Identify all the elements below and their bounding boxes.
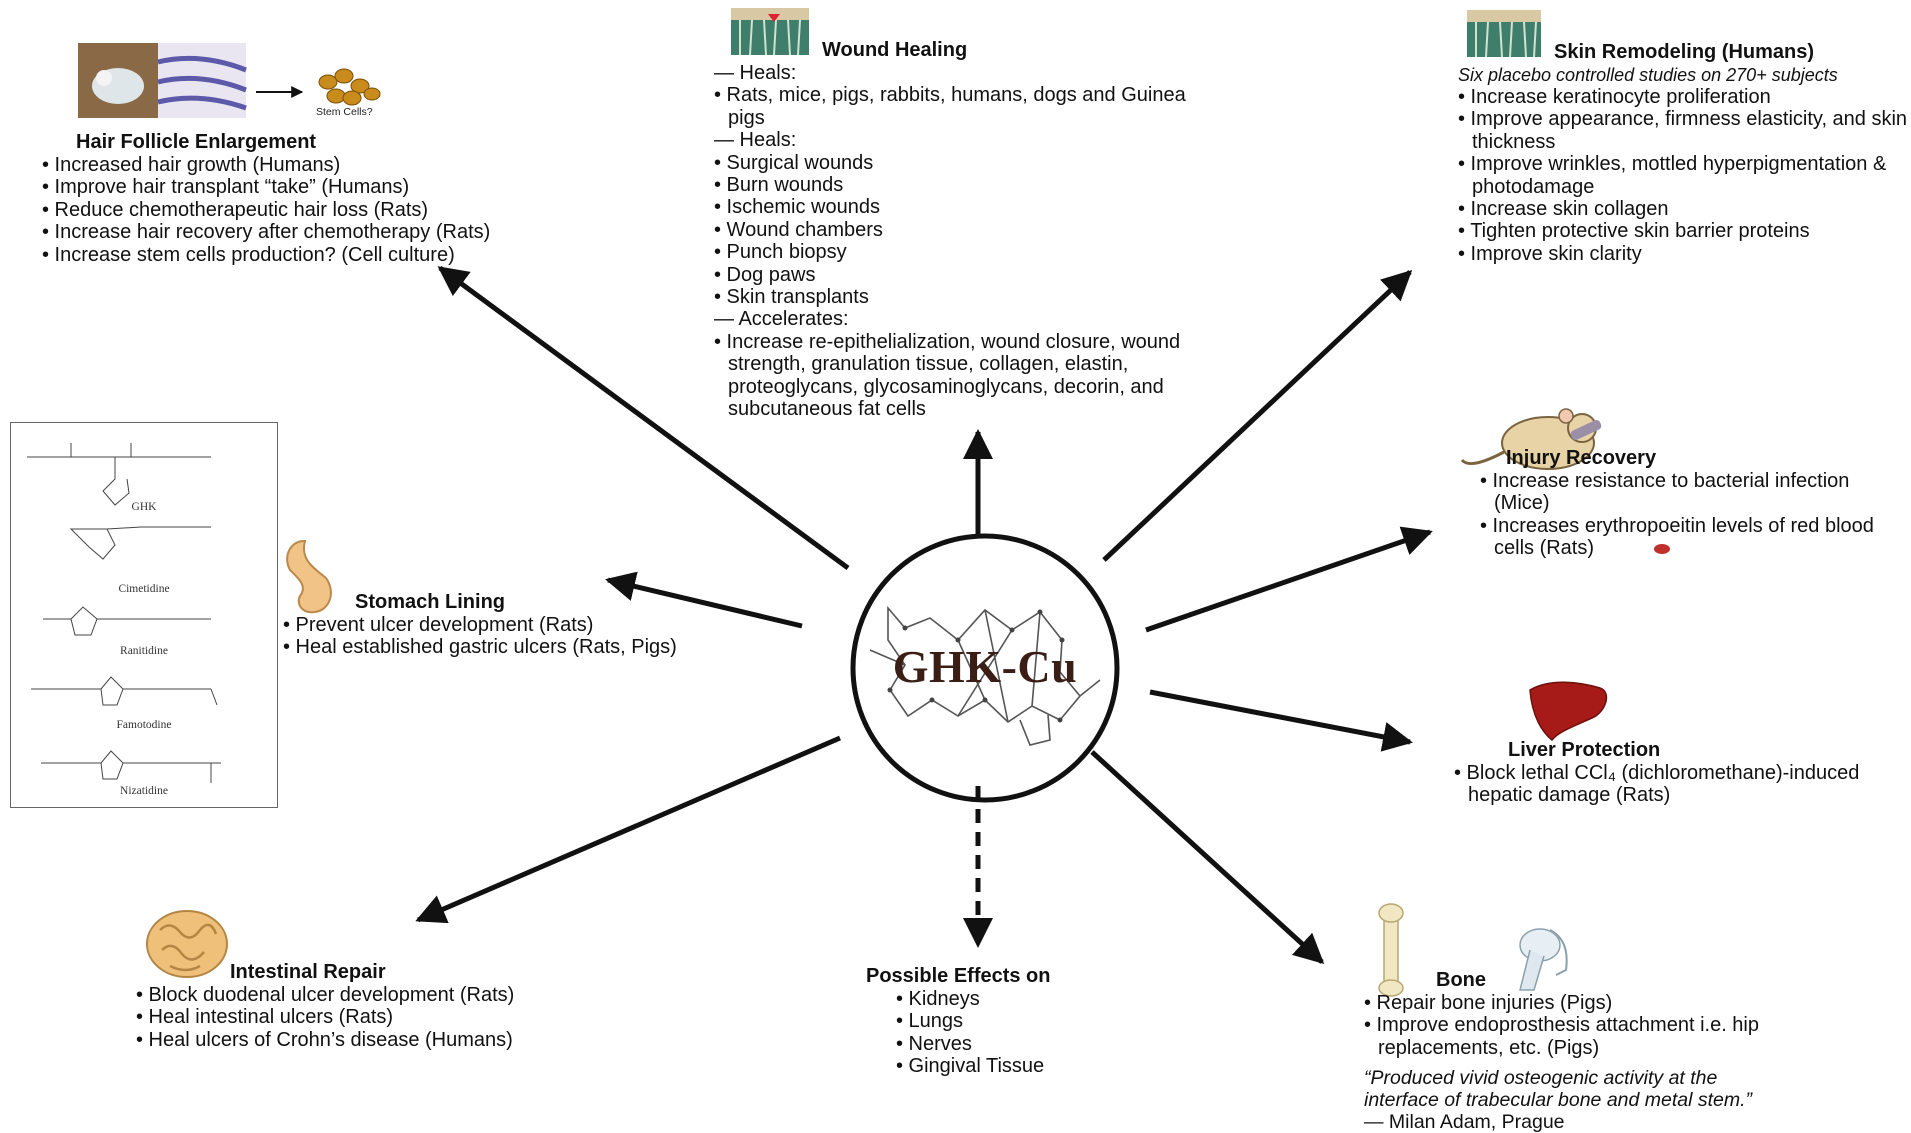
skin-item: • Tighten protective skin barrier protei… (1458, 220, 1810, 243)
hair-follicle-illustration (78, 43, 381, 118)
wound-item: • Wound chambers (714, 218, 883, 241)
wound-item: • Burn wounds (714, 174, 844, 197)
arrow-to-liver (1149, 689, 1413, 752)
injury-recovery-section: Injury Recovery • Increase resistance to… (1480, 446, 1880, 560)
skin-item: • Increase skin collagen (1458, 198, 1669, 221)
wound-item: • Surgical wounds (714, 151, 874, 174)
arrow-to-stomach (605, 571, 803, 629)
stem-cells-label: Stem Cells? (316, 106, 373, 118)
bone-item: • Improve endoprosthesis attachment i.e.… (1364, 1014, 1759, 1059)
bone-quote-author: — Milan Adam, Prague (1364, 1111, 1565, 1133)
bone-icon (1378, 903, 1404, 997)
wound-healing-title: Wound Healing (822, 39, 968, 61)
wound-item: • Increase re-epithelialization, wound c… (714, 330, 1181, 421)
hair-item: • Increased hair growth (Humans) (42, 154, 341, 176)
intestinal-repair-title: Intestinal Repair (230, 961, 386, 983)
skin-item: • Improve wrinkles, mottled hyperpigment… (1458, 153, 1887, 198)
wound-healing-section: Wound Healing — Heals: • Rats, mice, pig… (714, 38, 1214, 421)
stomach-lining-title: Stomach Lining (355, 591, 505, 613)
mouse-icon (1460, 408, 1602, 470)
possible-effects-section: Possible Effects on • Kidneys • Lungs • … (866, 964, 1126, 1078)
possible-item: • Kidneys (896, 988, 980, 1010)
liver-icon (1529, 681, 1608, 742)
arrow-to-skin (1102, 269, 1413, 562)
arrow-to-injury (1145, 526, 1433, 633)
bone-quote: “Produced vivid osteogenic activity at t… (1364, 1067, 1774, 1133)
injury-recovery-title: Injury Recovery (1506, 447, 1657, 469)
liver-protection-section: Liver Protection • Block lethal CCl₄ (di… (1454, 738, 1874, 807)
liver-protection-title: Liver Protection (1508, 739, 1661, 761)
liver-item: • Block lethal CCl₄ (dichloromethane)-in… (1454, 762, 1860, 807)
possible-effects-title: Possible Effects on (866, 965, 1051, 987)
hip-joint-icon (1519, 928, 1568, 991)
injury-item: • Increase resistance to bacterial infec… (1480, 470, 1850, 515)
hair-item: • Reduce chemotherapeutic hair loss (Rat… (42, 198, 429, 221)
intestinal-item: • Block duodenal ulcer development (Rats… (136, 984, 515, 1006)
skin-layers-icon (1467, 10, 1541, 58)
intestine-icon (146, 910, 228, 978)
chemical-structures-drawing (27, 443, 221, 783)
arrow-to-bone (1090, 750, 1325, 965)
injury-item: • Increases erythropoeitin levels of red… (1480, 514, 1874, 560)
wound-item: • Ischemic wounds (714, 196, 880, 219)
bone-quote-text: “Produced vivid osteogenic activity at t… (1364, 1067, 1753, 1112)
bone-item: • Repair bone injuries (Pigs) (1364, 992, 1613, 1014)
possible-item: • Gingival Tissue (896, 1055, 1045, 1078)
stomach-item: • Prevent ulcer development (Rats) (283, 614, 594, 636)
hair-follicle-section: Hair Follicle Enlargement • Increased ha… (42, 130, 602, 266)
skin-remodeling-title: Skin Remodeling (Humans) (1554, 41, 1815, 63)
arrow-to-hair (437, 265, 850, 571)
stomach-lining-section: Stomach Lining • Prevent ulcer developme… (283, 590, 793, 659)
stomach-icon (286, 539, 332, 614)
intestinal-item: • Heal intestinal ulcers (Rats) (136, 1006, 394, 1029)
chem-name-ghk: GHK (131, 501, 157, 513)
intestinal-repair-section: Intestinal Repair • Block duodenal ulcer… (136, 960, 696, 1051)
intestinal-item: • Heal ulcers of Crohn’s disease (Humans… (136, 1028, 513, 1051)
chem-name-nizatidine: Nizatidine (120, 785, 168, 797)
hair-follicle-title: Hair Follicle Enlargement (76, 131, 317, 153)
hair-item: • Increase stem cells production? (Cell … (42, 243, 455, 266)
wound-item: • Dog paws (714, 263, 816, 286)
hair-item: • Improve hair transplant “take” (Humans… (42, 176, 410, 199)
center-label: GHK-Cu (892, 641, 1078, 692)
chem-name-famotodine: Famotodine (116, 719, 172, 731)
wound-item: — Heals: (714, 129, 797, 152)
red-blood-cell-icon (1654, 544, 1670, 554)
wound-item: • Rats, mice, pigs, rabbits, humans, dog… (714, 84, 1186, 129)
skin-item: • Improve appearance, firmness elasticit… (1458, 108, 1908, 153)
skin-item: • Increase keratinocyte proliferation (1458, 86, 1771, 108)
hair-item: • Increase hair recovery after chemother… (42, 221, 491, 244)
stomach-item: • Heal established gastric ulcers (Rats,… (283, 636, 677, 659)
bone-title: Bone (1436, 969, 1486, 991)
skin-remodeling-subtitle: Six placebo controlled studies on 270+ s… (1458, 65, 1838, 85)
skin-remodeling-section: Skin Remodeling (Humans) Six placebo con… (1458, 40, 1908, 265)
chemical-structures-panel: GHK Cimetidine Ranitidine Famotodine Niz… (10, 422, 278, 808)
skin-section-icon (731, 8, 809, 56)
wound-item: • Punch biopsy (714, 241, 847, 264)
center-circle (850, 533, 1120, 803)
wound-item: • Skin transplants (714, 286, 869, 309)
wound-item: — Accelerates: (714, 308, 849, 331)
skin-item: • Improve skin clarity (1458, 242, 1642, 265)
wound-item: — Heals: (714, 62, 797, 84)
chem-name-ranitidine: Ranitidine (120, 645, 168, 657)
possible-item: • Lungs (896, 1010, 964, 1033)
possible-item: • Nerves (896, 1032, 972, 1055)
bone-section: Bone • Repair bone injuries (Pigs) • Imp… (1364, 968, 1774, 1133)
chem-name-cimetidine: Cimetidine (118, 583, 170, 595)
arrow-to-intestinal (415, 735, 841, 924)
